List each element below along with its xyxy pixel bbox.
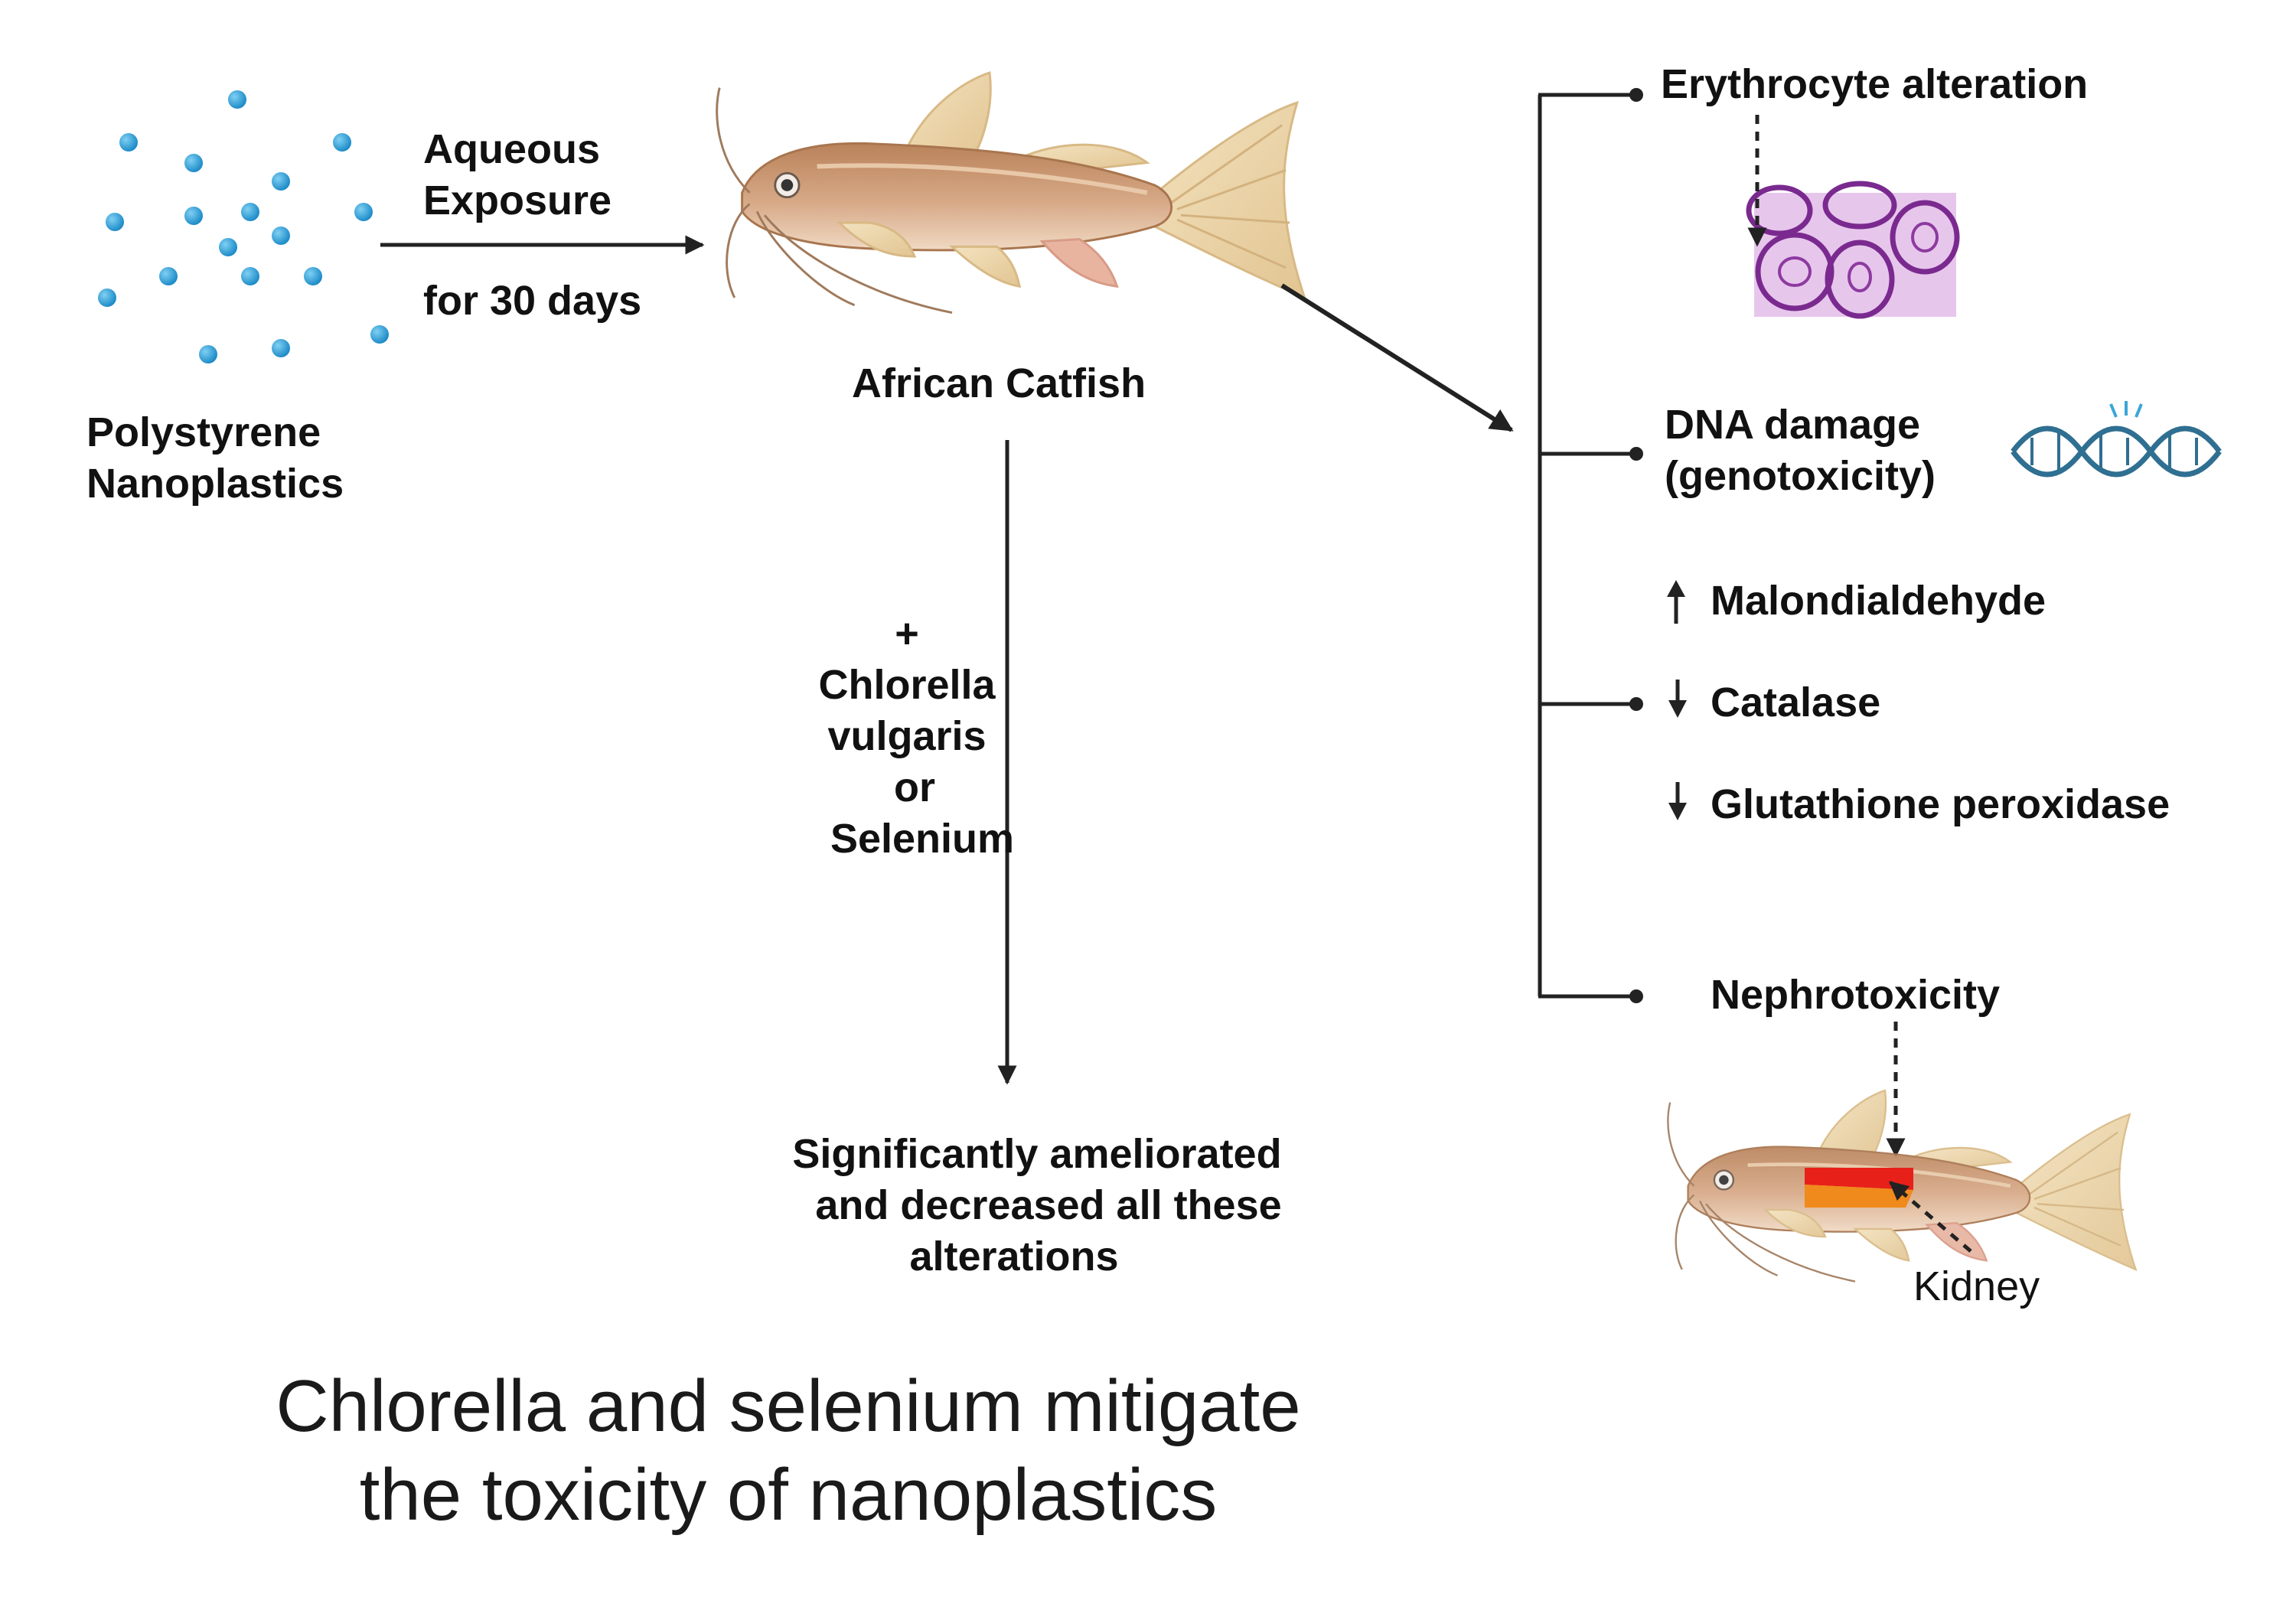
treatment-line: Chlorella — [818, 662, 996, 708]
dna-damage-line: DNA damage — [1665, 402, 1921, 448]
catalase-label: Catalase — [1711, 680, 1881, 725]
fish-label: African Catfish — [852, 360, 1146, 406]
dna-damage-line: (genotoxicity) — [1665, 453, 1936, 499]
result-line: alterations — [909, 1234, 1119, 1279]
treatment-line: or — [894, 764, 935, 810]
source-label: Polystyrene Nanoplastics — [86, 407, 344, 510]
dna-helix-icon — [2011, 401, 2222, 478]
treatment-line: vulgaris — [827, 713, 987, 759]
result-label: Significantly ameliorated and decreased … — [765, 1129, 1309, 1283]
treatment-label: + Chlorella vulgaris or Selenium — [781, 608, 1033, 865]
catfish-icon — [717, 73, 1305, 313]
kidney-label: Kidney — [1913, 1263, 2040, 1309]
result-line: Significantly ameliorated — [792, 1131, 1282, 1177]
malondialdehyde-label: Malondialdehyde — [1711, 578, 2047, 624]
erythrocyte-cells-image — [1746, 181, 1960, 319]
effects-arrow — [1280, 283, 1514, 432]
glutathione-label: Glutathione peroxidase — [1711, 781, 2170, 827]
arrow-down-icon — [1668, 782, 1687, 820]
dna-damage-label: DNA damage (genotoxicity) — [1665, 399, 1936, 502]
kidney-marker — [1805, 1168, 1913, 1208]
title-line: Chlorella and selenium mitigate — [276, 1365, 1301, 1447]
source-label-line: Polystyrene — [86, 409, 321, 455]
source-label-line: Nanoplastics — [86, 461, 344, 507]
treatment-line: Selenium — [830, 816, 1015, 862]
result-line: and decreased all these — [815, 1182, 1282, 1228]
nephrotoxicity-label: Nephrotoxicity — [1711, 972, 2001, 1018]
exposure-duration-label: for 30 days — [423, 278, 642, 324]
treatment-plus: + — [895, 611, 919, 657]
title-line: the toxicity of nanoplastics — [359, 1454, 1218, 1536]
kidney-dashed-arrow — [1889, 1181, 1972, 1253]
erythrocyte-label: Erythrocyte alteration — [1661, 61, 2089, 107]
exposure-label-line: Exposure — [423, 178, 612, 223]
nanoparticle-icon — [98, 90, 389, 363]
exposure-label: Aqueous Exposure — [423, 124, 612, 227]
arrow-down-icon — [1668, 680, 1687, 718]
effects-bracket — [1538, 88, 1643, 1003]
arrow-up-icon — [1667, 580, 1685, 624]
exposure-label-line: Aqueous — [423, 126, 601, 172]
page-title: Chlorella and selenium mitigate the toxi… — [138, 1362, 1439, 1540]
